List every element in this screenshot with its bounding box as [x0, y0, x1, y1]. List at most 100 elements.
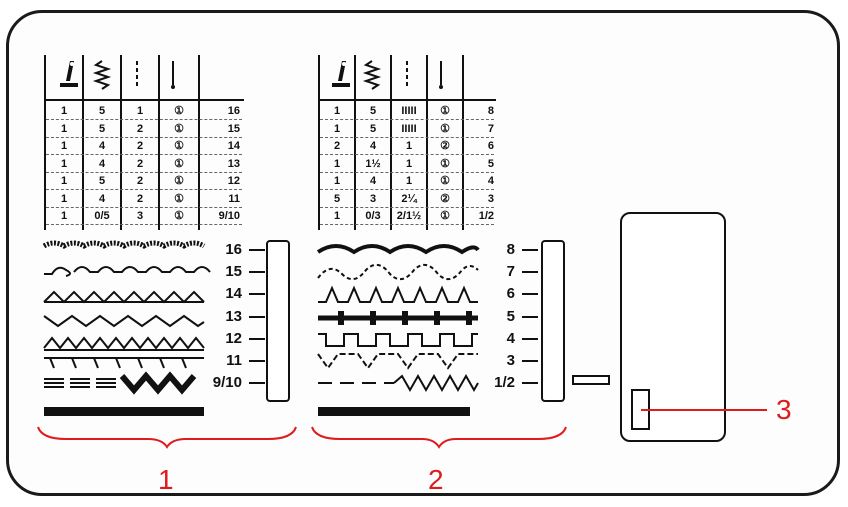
table-cell: ① [440, 105, 450, 117]
scale-number: 6 [506, 285, 515, 303]
scale-number: 5 [506, 307, 515, 325]
table-cell: 2¼ [401, 192, 417, 205]
row-divider [320, 206, 494, 209]
stitch-pattern-12 [43, 336, 205, 351]
scale-tick [522, 315, 538, 318]
table-cell: 1 [405, 175, 413, 187]
table-cell: 4 [98, 140, 106, 152]
table-cell: 1 [333, 175, 341, 187]
table-cell: 5 [98, 105, 106, 117]
row-divider [46, 224, 242, 226]
stitch-pattern-1-2 [318, 373, 479, 393]
presser-foot-icon [332, 61, 350, 87]
table-cell: ① [174, 175, 184, 187]
table-cell: 5 [333, 192, 341, 205]
stitch-length-icon [406, 61, 408, 89]
stitch-length-icon [136, 61, 138, 89]
needle-position-icon [171, 61, 175, 89]
scale-number: 16 [225, 241, 242, 258]
straight-stitch-bar-2 [318, 407, 470, 416]
stitch-pattern-4 [318, 333, 478, 347]
table-cell: 12 [227, 175, 240, 187]
table-cell: 2/1½ [396, 210, 422, 222]
row-divider [320, 154, 494, 156]
table-cell: 1 [405, 157, 413, 170]
table-cell: 4 [98, 157, 106, 170]
zigzag-width-icon [362, 60, 382, 90]
scale-tick [249, 337, 265, 340]
table-cell: 13 [227, 157, 240, 170]
table-cell: ① [174, 122, 184, 135]
scale-number: 3 [506, 352, 515, 369]
row-divider [320, 136, 494, 139]
table-cell: 3 [369, 192, 377, 205]
table-cell: ① [174, 157, 184, 170]
scale-number: 1/2 [494, 374, 515, 392]
table-cell: 1 [333, 210, 341, 222]
row-divider [46, 189, 242, 191]
callout-line-3 [641, 409, 767, 411]
scale-number: 8 [506, 241, 515, 258]
table-cell: 2 [136, 140, 144, 152]
scale-tick [522, 360, 538, 362]
table-cell: 1 [60, 157, 68, 170]
stitch-selector-slider-1[interactable] [266, 240, 290, 402]
table-cell: 9/10 [218, 210, 240, 222]
table-cell: 0/5 [94, 210, 110, 222]
stitch-pattern-8 [316, 244, 480, 255]
table-cell: 5 [369, 122, 377, 135]
table-cell: ① [174, 140, 184, 152]
row-divider [46, 154, 242, 156]
table-cell: 15 [227, 122, 240, 135]
scale-tick [522, 271, 538, 274]
table-cell: 2 [136, 192, 144, 205]
table-cell: 1 [60, 105, 68, 117]
scale-number: 11 [226, 352, 242, 369]
table-cell: ② [440, 140, 450, 152]
table-cell: 4 [369, 175, 377, 187]
stitch-pattern-3 [317, 353, 478, 370]
table-cell: ① [174, 210, 184, 222]
stitch-pattern-14 [43, 290, 205, 304]
scale-tick [249, 271, 265, 274]
table-cell: 1 [333, 122, 341, 135]
table-cell: 11 [228, 192, 240, 205]
scale-number: 9/10 [212, 374, 242, 392]
scale-tick [522, 249, 538, 251]
stitch-selector-slider-2[interactable] [541, 240, 565, 402]
scale-number: 14 [225, 285, 242, 303]
scale-tick [249, 360, 265, 362]
table-cell: ① [440, 122, 450, 135]
row-divider [46, 119, 242, 121]
scale-number: 7 [506, 263, 515, 281]
zigzag-width-icon [92, 60, 112, 90]
connector-bar [572, 375, 610, 385]
table-cell: 5 [98, 175, 106, 187]
scale-tick [249, 315, 265, 318]
table-cell: 1 [60, 140, 68, 152]
table-cell: IIIII [401, 122, 417, 135]
table-cell: 6 [487, 140, 494, 152]
scale-tick [522, 382, 538, 385]
callout-label-2: 2 [428, 464, 444, 495]
table-cell: 2 [136, 157, 144, 170]
table-cell: 16 [227, 105, 240, 117]
table-cell: 3 [136, 210, 144, 222]
row-divider [320, 189, 494, 191]
scale-tick [249, 293, 265, 296]
table-cell: 1 [60, 122, 68, 135]
row-divider [46, 171, 242, 174]
stitch-pattern-7 [317, 263, 479, 281]
stitch-pattern-16 [42, 240, 206, 249]
bracket-group-2 [311, 426, 567, 449]
table-cell: ① [440, 210, 450, 222]
table-cell: 1/2 [478, 210, 494, 222]
table-cell: 1 [136, 105, 144, 117]
table-cell: 3 [487, 192, 494, 205]
table-cell: 14 [227, 140, 240, 152]
bracket-group-1 [37, 426, 297, 449]
stitch-pattern-15 [44, 266, 211, 277]
straight-stitch-bar-1 [44, 407, 204, 416]
stitch-patterns-group-2 [316, 244, 480, 393]
table-cell: 4 [369, 140, 377, 152]
